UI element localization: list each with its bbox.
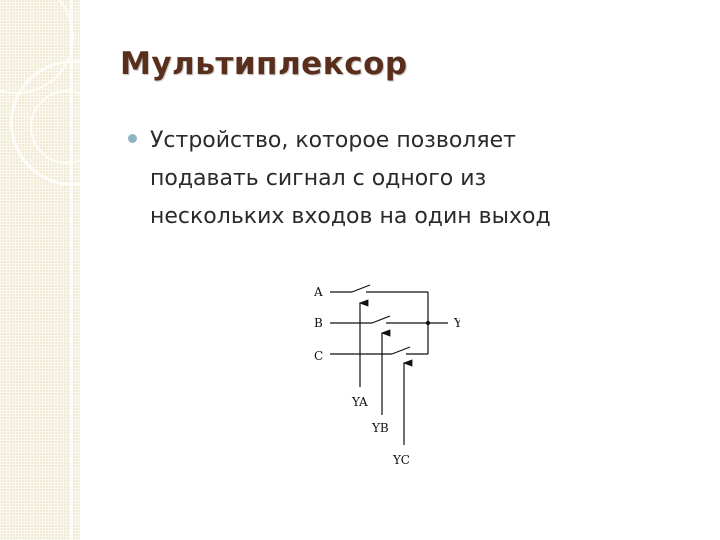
slide-title: Мультиплексор — [120, 46, 408, 82]
control-label-yb: YB — [371, 421, 389, 435]
switch-b — [330, 315, 448, 324]
junction-dot — [425, 320, 431, 326]
bullet-text: Устройство, которое позволяет подавать с… — [150, 122, 690, 236]
input-label-b: B — [314, 316, 323, 330]
control-label-yc: YC — [392, 453, 410, 467]
bullet-line: Устройство, которое позволяет — [150, 128, 516, 153]
multiplexer-diagram: A B C Y YA YB YC — [313, 284, 460, 467]
control-label-ya: YA — [351, 395, 368, 409]
switch-c — [330, 346, 428, 355]
input-label-a: A — [313, 285, 323, 299]
output-label-y: Y — [453, 316, 460, 330]
bullet-line: нескольких входов на один выход — [150, 204, 551, 229]
switch-a — [330, 284, 428, 293]
bullet-dot-icon — [128, 134, 137, 143]
input-label-c: C — [314, 349, 323, 363]
decorative-stripe — [70, 0, 73, 540]
decorative-side-band — [0, 0, 80, 540]
bullet-line: подавать сигнал с одного из — [150, 166, 487, 191]
